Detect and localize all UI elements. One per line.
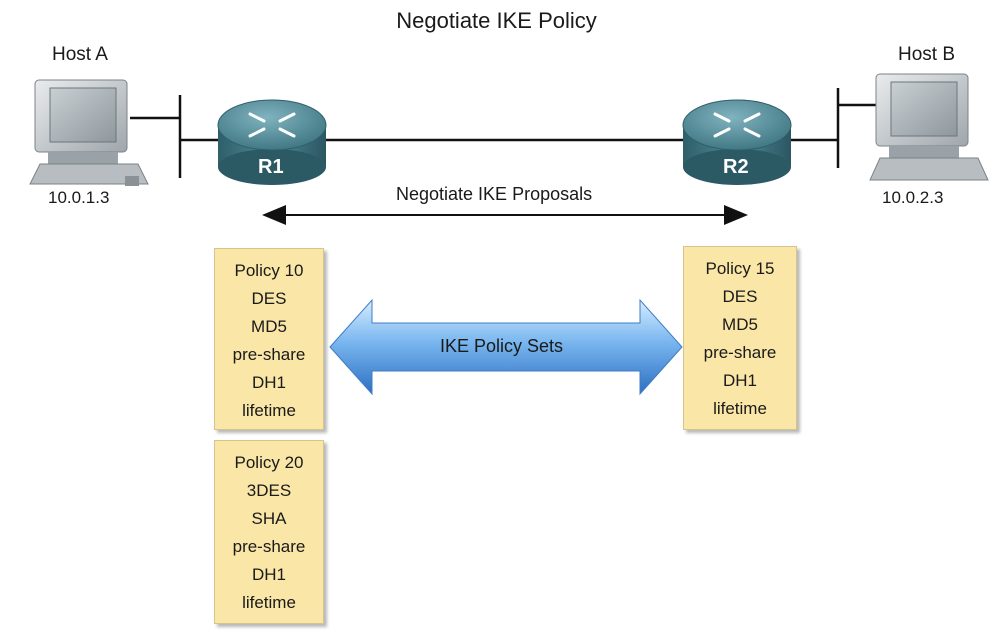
router-r1-label: R1 <box>258 156 284 178</box>
host-b-label: Host B <box>898 44 956 65</box>
policy-line: pre-share <box>703 343 777 362</box>
router-r1-icon <box>217 99 327 185</box>
policy-line: Policy 10 <box>234 261 304 280</box>
host-a-ip: 10.0.1.3 <box>48 188 110 207</box>
policy-line: DES <box>251 289 287 308</box>
policy-line: Policy 20 <box>234 453 304 472</box>
policy-line: lifetime <box>242 593 296 612</box>
policy-line: DH1 <box>251 373 286 392</box>
host-b-computer-icon <box>869 73 989 181</box>
policy-line: DH1 <box>722 371 757 390</box>
router-r2-icon <box>682 99 792 185</box>
policy-line: pre-share <box>232 537 306 556</box>
policy-line: DH1 <box>251 565 286 584</box>
host-a-computer-icon <box>29 79 149 186</box>
policy-line: MD5 <box>251 317 287 336</box>
policy-line: DES <box>722 287 758 306</box>
policy-line: lifetime <box>713 399 767 418</box>
policy-line: 3DES <box>246 481 292 500</box>
r1-policy-20-box: Policy 20 3DES SHA pre-share DH1 lifetim… <box>214 440 324 624</box>
network-links <box>130 88 880 178</box>
policy-line: MD5 <box>722 315 758 334</box>
r1-policy-10-box: Policy 10 DES MD5 pre-share DH1 lifetime <box>214 248 324 430</box>
host-a-label: Host A <box>52 44 108 65</box>
proposals-label: Negotiate IKE Proposals <box>396 184 593 204</box>
policy-sets-double-arrow <box>329 298 683 396</box>
router-r2-label: R2 <box>723 156 749 178</box>
policy-line: Policy 15 <box>705 259 775 278</box>
policy-sets-label: IKE Policy Sets <box>440 336 564 356</box>
r2-policy-15-box: Policy 15 DES MD5 pre-share DH1 lifetime <box>683 246 797 430</box>
host-b-ip: 10.0.2.3 <box>882 188 944 207</box>
policy-line: SHA <box>251 509 287 528</box>
diagram-title: Negotiate IKE Policy <box>396 8 597 33</box>
policy-line: pre-share <box>232 345 306 364</box>
policy-line: lifetime <box>242 401 296 420</box>
